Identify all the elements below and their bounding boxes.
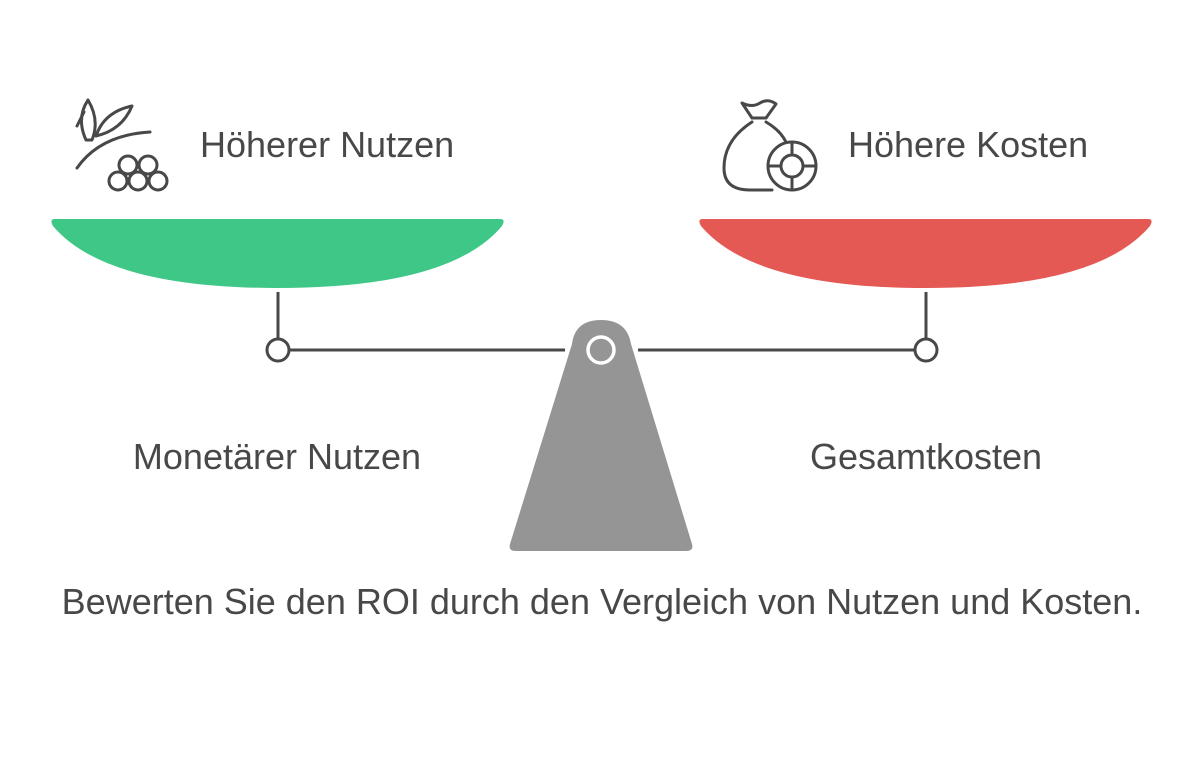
fulcrum <box>509 320 693 551</box>
caption: Bewerten Sie den ROI durch den Vergleich… <box>61 581 1143 622</box>
left-top-label: Höherer Nutzen <box>200 124 455 165</box>
left-joint <box>265 337 291 363</box>
money-bag-coin-icon <box>722 99 818 192</box>
left-pan <box>51 219 504 288</box>
right-joint <box>913 337 939 363</box>
right-pan <box>699 219 1152 288</box>
plant-berries-icon <box>75 98 169 192</box>
pivot-circle <box>586 335 616 365</box>
right-bottom-label: Gesamtkosten <box>809 436 1043 477</box>
left-bottom-label: Monetärer Nutzen <box>132 436 422 477</box>
right-top-label: Höhere Kosten <box>848 124 1089 165</box>
